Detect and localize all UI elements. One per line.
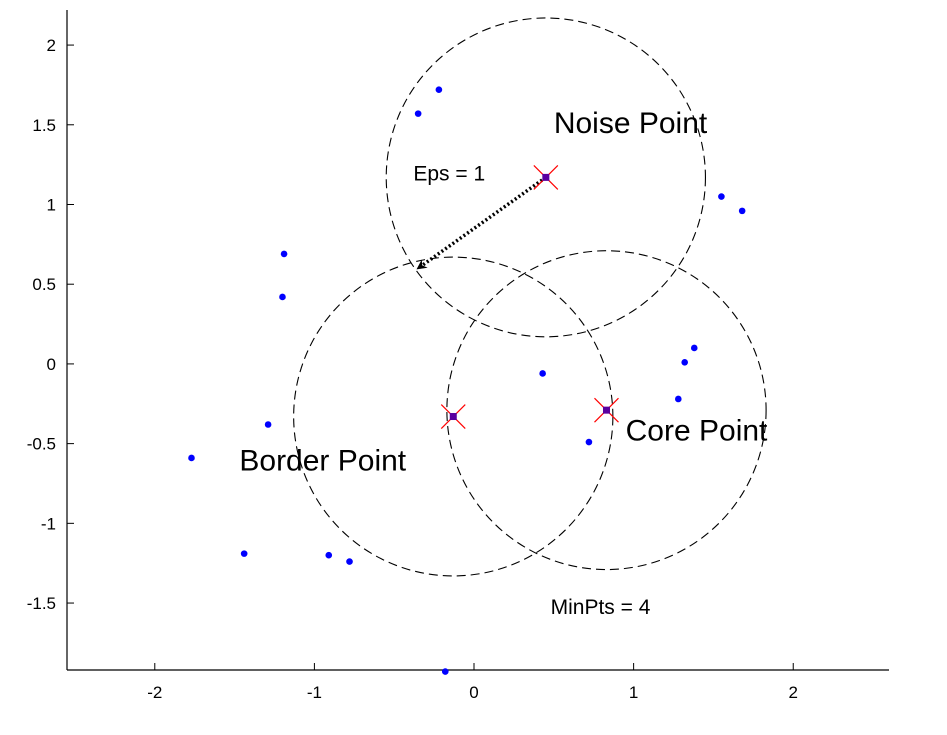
y-tick-label: 0 xyxy=(47,355,56,374)
highlight-point xyxy=(542,173,550,181)
annotation-label: Border Point xyxy=(239,445,406,478)
y-tick-label: 2 xyxy=(47,36,56,55)
annotation-label: Core Point xyxy=(626,414,768,447)
eps-circles xyxy=(293,17,767,577)
x-tick-label: -1 xyxy=(307,683,322,702)
data-point xyxy=(718,193,725,200)
data-point xyxy=(414,110,422,117)
data-point xyxy=(441,668,449,675)
data-point xyxy=(346,558,353,565)
data-point xyxy=(325,551,333,559)
highlight-point xyxy=(449,413,457,421)
data-point xyxy=(280,250,288,258)
highlighted-points xyxy=(440,164,619,429)
y-tick-label: -1.5 xyxy=(27,594,56,613)
data-point xyxy=(264,421,272,428)
y-tick-label: 0.5 xyxy=(32,275,56,294)
data-point xyxy=(690,344,698,352)
data-points xyxy=(188,86,746,675)
x-tick-label: -2 xyxy=(147,683,162,702)
annotation-label: Noise Point xyxy=(554,107,708,140)
eps-arrow xyxy=(416,175,547,270)
eps-circle-0 xyxy=(385,17,706,338)
x-tick-label: 0 xyxy=(469,683,478,702)
y-tick-label: -0.5 xyxy=(27,435,56,454)
axes: -2 -1 0 1 2 2 1.5 1 0.5 0 -0.5 -1 -1.5 xyxy=(27,10,889,702)
data-point xyxy=(188,454,195,462)
y-tick-label: 1 xyxy=(47,195,56,214)
x-tick-label: 2 xyxy=(788,683,797,702)
y-tick-label: -1 xyxy=(41,514,56,533)
data-point xyxy=(279,293,286,301)
x-tick-label: 1 xyxy=(629,683,638,702)
data-point xyxy=(240,550,248,557)
annotation-label: Eps = 1 xyxy=(413,163,485,186)
annotation-label: MinPts = 4 xyxy=(551,596,651,619)
data-point xyxy=(435,86,443,94)
eps-arrow-line xyxy=(416,175,547,270)
data-point xyxy=(585,438,593,446)
data-point xyxy=(675,395,682,403)
data-point xyxy=(738,207,746,215)
y-tick-label: 1.5 xyxy=(32,116,56,135)
eps-circle-2 xyxy=(446,250,767,571)
data-point xyxy=(539,370,546,377)
data-point xyxy=(681,359,688,366)
highlight-point xyxy=(602,406,610,414)
